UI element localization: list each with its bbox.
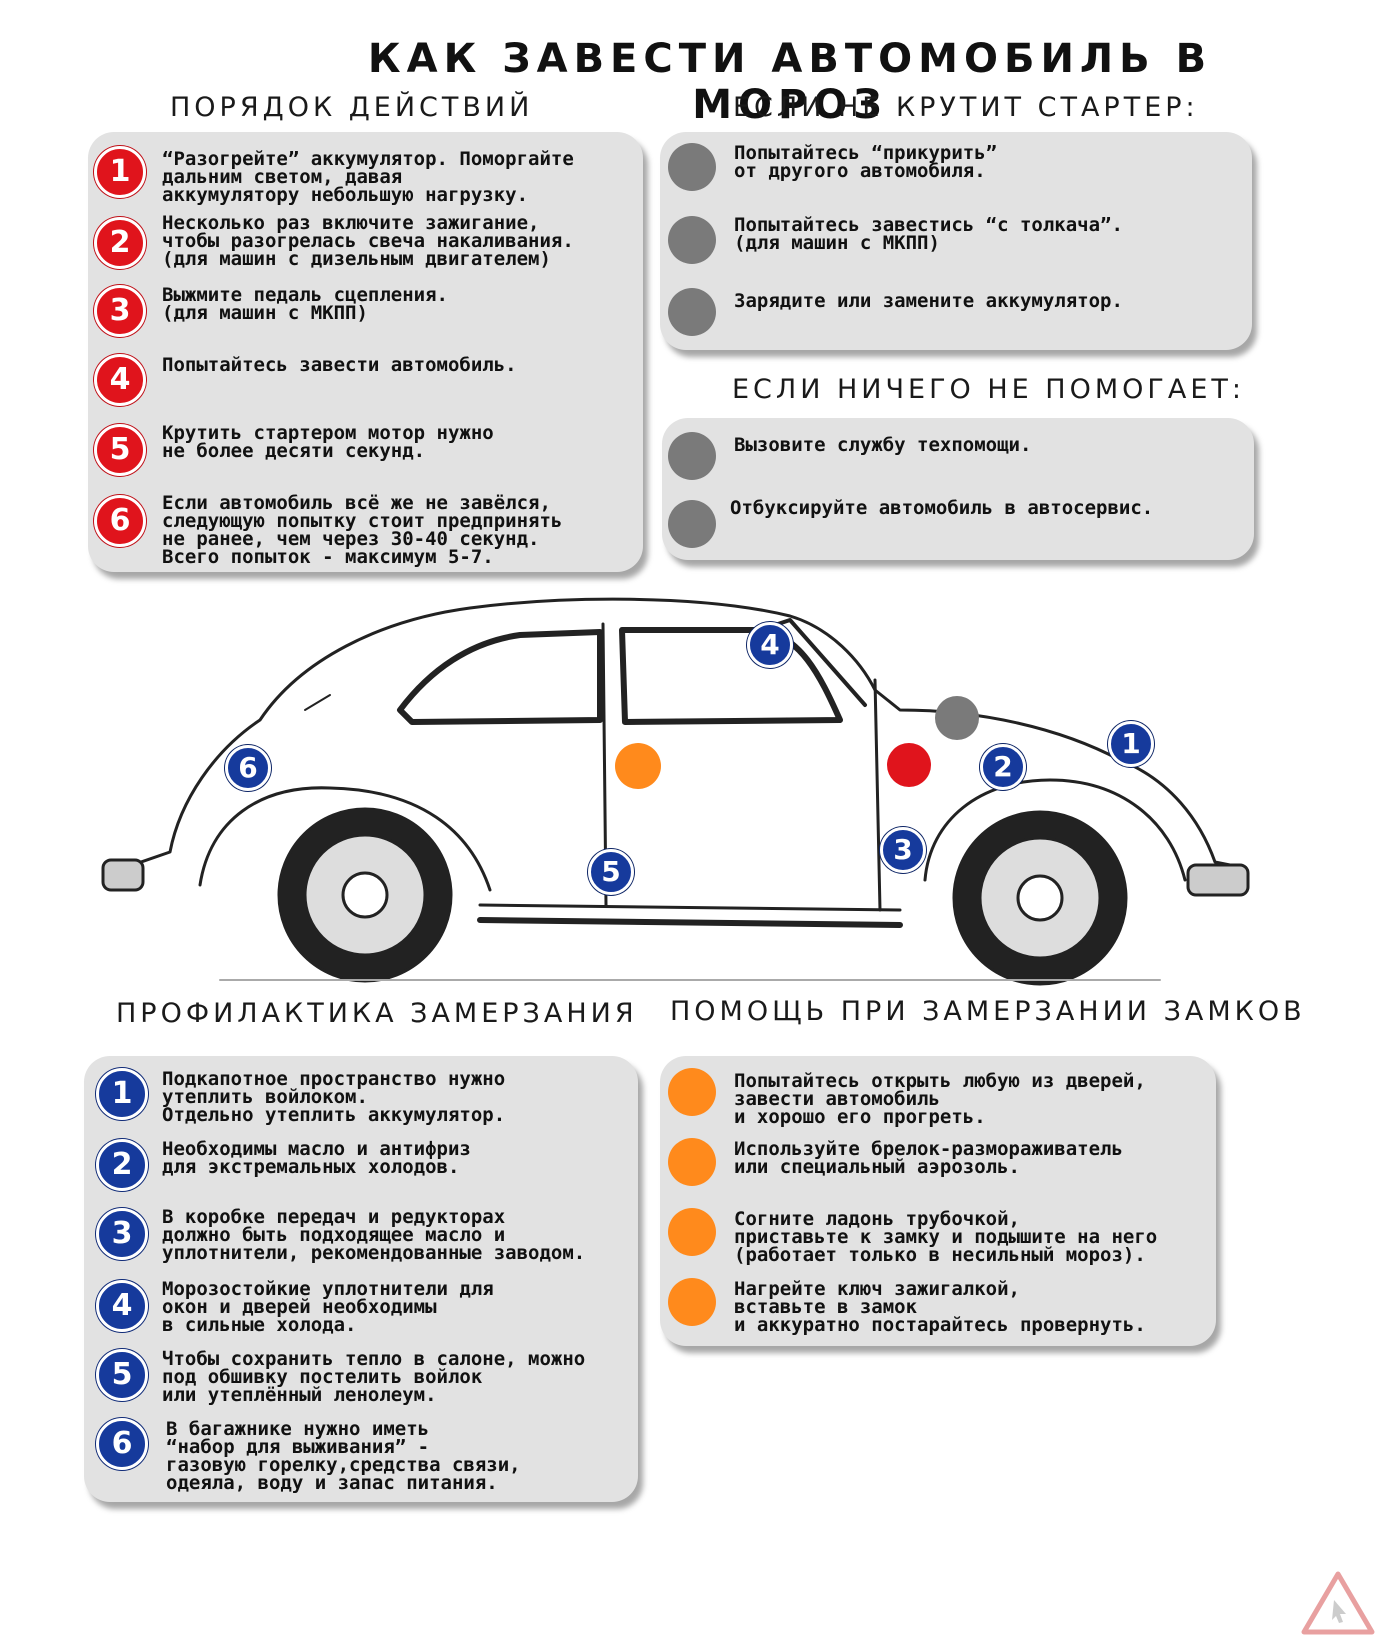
orange-bullet-icon (668, 1208, 716, 1256)
car-marker-2: 2 (980, 744, 1026, 790)
nothing-item-text: Отбуксируйте автомобиль в автосервис. (730, 497, 1154, 519)
car-marker-5: 5 (588, 849, 634, 895)
locks-item-text: Используйте брелок-размораживатель или с… (734, 1138, 1123, 1178)
procedure-item-text: Крутить стартером мотор нужно не более д… (162, 422, 494, 462)
locks-panel: Попытайтесь открыть любую из дверей, зав… (660, 1056, 1216, 1346)
gray-bullet-icon (668, 500, 716, 548)
car-illustration: 1 2 3 4 5 6 (0, 580, 1400, 1000)
nothing-panel: Вызовите службу техпомощи. Отбуксируйте … (662, 418, 1254, 560)
step-number-badge: 3 (96, 1208, 148, 1260)
starter-panel: Попытайтесь “прикурить” от другого автом… (660, 132, 1252, 350)
prevention-item-text: В багажнике нужно иметь “набор для выжив… (166, 1418, 521, 1494)
prevention-panel: 1 Подкапотное пространство нужно утеплит… (84, 1056, 638, 1502)
locks-heading: ПОМОЩЬ ПРИ ЗАМЕРЗАНИИ ЗАМКОВ (670, 996, 1306, 1027)
starter-heading: ЕСЛИ НЕ КРУТИТ СТАРТЕР: (733, 92, 1199, 123)
orange-bullet-icon (668, 1068, 716, 1116)
step-number-badge: 1 (96, 1068, 148, 1120)
step-number-badge: 5 (96, 1349, 148, 1401)
nothing-item-text: Вызовите службу техпомощи. (734, 434, 1032, 456)
gray-bullet-icon (668, 432, 716, 480)
prevention-heading: ПРОФИЛАКТИКА ЗАМЕРЗАНИЯ (116, 998, 638, 1029)
procedure-item-text: Если автомобиль всё же не завёлся, следу… (162, 492, 563, 568)
starter-item-text: Попытайтесь завестись “с толкача”. (для … (734, 214, 1123, 254)
gray-bullet-icon (668, 143, 716, 191)
step-number-badge: 2 (94, 217, 146, 269)
orange-bullet-icon (668, 1278, 716, 1326)
orange-bullet-icon (668, 1138, 716, 1186)
procedure-panel: 1 “Разогрейте” аккумулятор. Поморгайте д… (88, 132, 643, 572)
step-number-badge: 4 (94, 354, 146, 406)
warning-triangle-logo-icon (1300, 1570, 1376, 1640)
procedure-item-text: Попытайтесь завести автомобиль. (162, 354, 517, 376)
orange-marker-icon (615, 743, 661, 789)
prevention-item-text: В коробке передач и редукторах должно бы… (162, 1206, 586, 1264)
locks-item-text: Нагрейте ключ зажигалкой, вставьте в зам… (734, 1278, 1146, 1336)
page-title: КАК ЗАВЕСТИ АВТОМОБИЛЬ В МОРОЗ (367, 36, 1213, 128)
gray-bullet-icon (668, 288, 716, 336)
car-marker-3: 3 (880, 827, 926, 873)
step-number-badge: 1 (94, 146, 146, 198)
step-number-badge: 6 (94, 495, 146, 547)
step-number-badge: 5 (94, 424, 146, 476)
step-number-badge: 3 (94, 285, 146, 337)
step-number-badge: 4 (96, 1280, 148, 1332)
starter-item-text: Зарядите или замените аккумулятор. (734, 290, 1123, 312)
procedure-item-text: Выжмите педаль сцепления. (для машин с М… (162, 284, 448, 324)
nothing-heading: ЕСЛИ НИЧЕГО НЕ ПОМОГАЕТ: (732, 374, 1245, 405)
car-drawing-icon (101, 597, 1250, 986)
step-number-badge: 6 (96, 1418, 148, 1470)
car-marker-4: 4 (747, 622, 793, 668)
prevention-item-text: Необходимы масло и антифриз для экстрема… (162, 1138, 471, 1178)
starter-item-text: Попытайтесь “прикурить” от другого автом… (734, 142, 998, 182)
step-number-badge: 2 (96, 1139, 148, 1191)
prevention-item-text: Морозостойкие уплотнители для окон и две… (162, 1278, 494, 1336)
procedure-item-text: “Разогрейте” аккумулятор. Поморгайте дал… (162, 148, 574, 206)
gray-marker-icon (935, 696, 979, 740)
locks-item-text: Согните ладонь трубочкой, приставьте к з… (734, 1208, 1158, 1266)
procedure-item-text: Несколько раз включите зажигание, чтобы … (162, 212, 574, 270)
car-marker-6: 6 (225, 745, 271, 791)
prevention-item-text: Подкапотное пространство нужно утеплить … (162, 1068, 506, 1126)
procedure-heading: ПОРЯДОК ДЕЙСТВИЙ (170, 92, 534, 123)
locks-item-text: Попытайтесь открыть любую из дверей, зав… (734, 1070, 1146, 1128)
prevention-item-text: Чтобы сохранить тепло в салоне, можно по… (162, 1348, 586, 1406)
red-marker-icon (887, 743, 931, 787)
gray-bullet-icon (668, 216, 716, 264)
car-marker-1: 1 (1108, 721, 1154, 767)
